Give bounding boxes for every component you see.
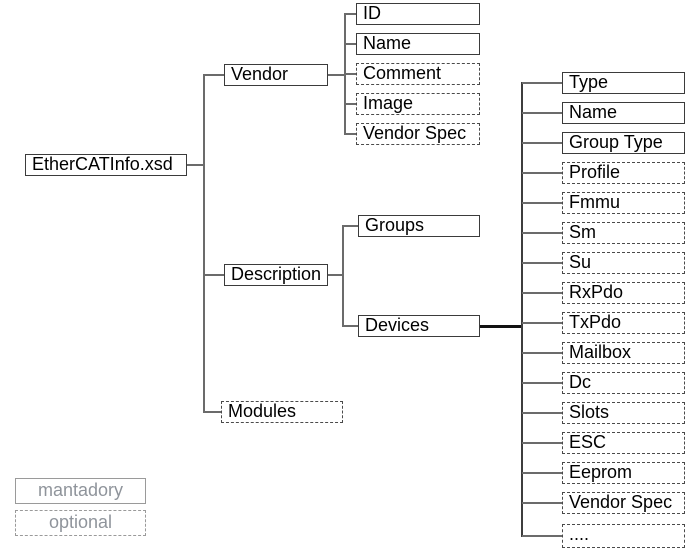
- node-dc: Dc: [562, 372, 685, 394]
- connector-line: [345, 73, 356, 75]
- node-dev-vendor-spec: Vendor Spec: [562, 492, 685, 514]
- node-mailbox: Mailbox: [562, 342, 685, 364]
- connector-line: [522, 535, 562, 537]
- node-image: Image: [356, 93, 480, 115]
- connector-line: [522, 112, 562, 114]
- connector-line: [345, 133, 356, 135]
- connector-line: [204, 74, 224, 76]
- connector-line: [522, 502, 562, 504]
- connector-line: [522, 262, 562, 264]
- connector-line: [522, 442, 562, 444]
- node-slots: Slots: [562, 402, 685, 424]
- connector-line: [204, 411, 221, 413]
- node-sm: Sm: [562, 222, 685, 244]
- connector-line: [522, 382, 562, 384]
- connector-line: [522, 142, 562, 144]
- node-id: ID: [356, 3, 480, 25]
- connector-line: [328, 74, 346, 76]
- legend-mandatory-label: mantadory: [37, 480, 124, 500]
- legend-optional-label: optional: [48, 512, 113, 532]
- connector-line: [187, 164, 205, 166]
- connector-line: [343, 225, 358, 227]
- connector-line: [522, 472, 562, 474]
- connector-line: [522, 202, 562, 204]
- node-groups: Groups: [358, 215, 480, 237]
- node-vendor-spec: Vendor Spec: [356, 123, 480, 145]
- node-profile: Profile: [562, 162, 685, 184]
- node-root: EtherCATInfo.xsd: [25, 154, 187, 176]
- node-devices: Devices: [358, 315, 480, 337]
- node-su: Su: [562, 252, 685, 274]
- connector-line: [522, 412, 562, 414]
- connector-line: [522, 292, 562, 294]
- connector-line: [345, 103, 356, 105]
- connector-line: [522, 322, 562, 324]
- connector-line: [328, 274, 344, 276]
- node-modules: Modules: [221, 401, 343, 423]
- node-fmmu: Fmmu: [562, 192, 685, 214]
- node-more: ....: [562, 524, 685, 548]
- legend-mandatory-box: mantadory: [15, 478, 146, 504]
- node-txpdo: TxPdo: [562, 312, 685, 334]
- connector-line: [204, 274, 224, 276]
- connector-line: [343, 325, 358, 327]
- node-description: Description: [224, 264, 328, 286]
- node-group-type: Group Type: [562, 132, 685, 154]
- node-esc: ESC: [562, 432, 685, 454]
- connector-line: [345, 13, 356, 15]
- connector-line: [522, 82, 562, 84]
- connector-line: [522, 172, 562, 174]
- connector-trunk-line: [521, 82, 523, 537]
- connector-line: [345, 43, 356, 45]
- node-comment: Comment: [356, 63, 480, 85]
- connector-trunk-line: [342, 225, 344, 327]
- connector-line: [480, 325, 523, 328]
- node-vendor: Vendor: [224, 64, 328, 86]
- connector-line: [522, 232, 562, 234]
- node-eeprom: Eeprom: [562, 462, 685, 484]
- connector-line: [522, 352, 562, 354]
- legend-optional-box: optional: [15, 510, 146, 536]
- node-name: Name: [356, 33, 480, 55]
- node-dev-name: Name: [562, 102, 685, 124]
- node-rxpdo: RxPdo: [562, 282, 685, 304]
- connector-trunk-line: [203, 74, 205, 413]
- node-type: Type: [562, 72, 685, 94]
